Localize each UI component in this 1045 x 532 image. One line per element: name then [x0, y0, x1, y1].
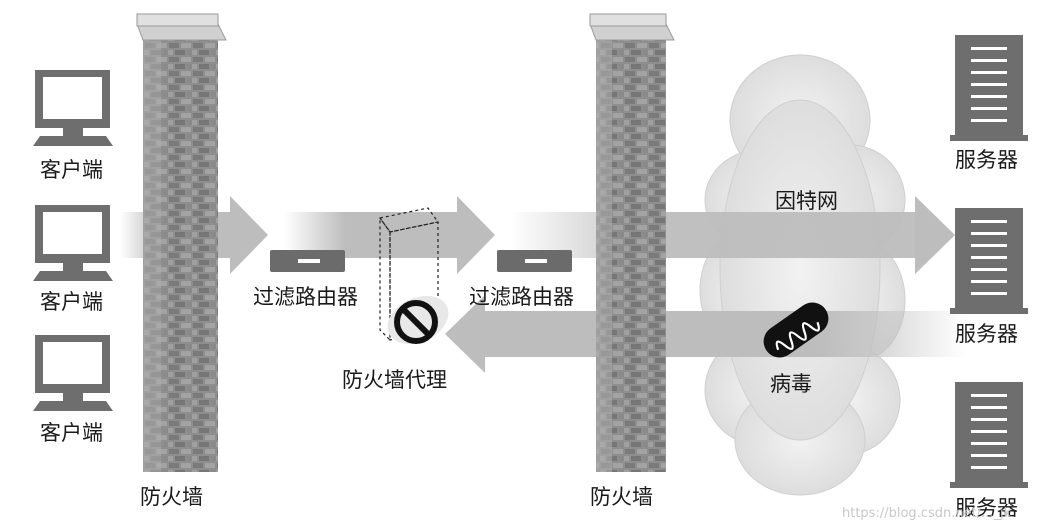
internet-cloud: [699, 54, 906, 496]
desktop-computer-icon: [33, 335, 113, 411]
watermark: https://blog.csdn.net/..._jk: [842, 506, 1012, 521]
internet-label: 因特网: [775, 189, 838, 213]
inbound-arrow: [445, 295, 965, 373]
right-firewall-label: 防火墙: [590, 485, 653, 509]
client-label: 客户端: [40, 290, 103, 314]
desktop-computer-icon: [33, 205, 113, 281]
filter-router-label: 过滤路由器: [469, 285, 574, 309]
server-label: 服务器: [955, 322, 1018, 346]
desktop-computer-icon: [33, 70, 113, 146]
router-icon: [270, 250, 345, 272]
filter-router-label: 过滤路由器: [253, 285, 358, 309]
right-firewall-wall: [589, 13, 675, 472]
router-icon: [497, 250, 572, 272]
virus-label: 病毒: [770, 372, 812, 396]
virus-icon: [763, 302, 829, 358]
server-rack-icon: [950, 35, 1028, 141]
left-firewall-wall: [136, 13, 227, 472]
server-label: 服务器: [955, 148, 1018, 172]
left-firewall-label: 防火墙: [140, 485, 203, 509]
server-rack-icon: [950, 382, 1028, 488]
firewall-proxy-label: 防火墙代理: [342, 368, 447, 392]
server-rack-icon: [950, 208, 1028, 314]
client-label: 客户端: [40, 421, 103, 445]
client-label: 客户端: [40, 158, 103, 182]
server-label: 服务器: [955, 496, 1018, 520]
prohibited-icon: [387, 295, 449, 345]
